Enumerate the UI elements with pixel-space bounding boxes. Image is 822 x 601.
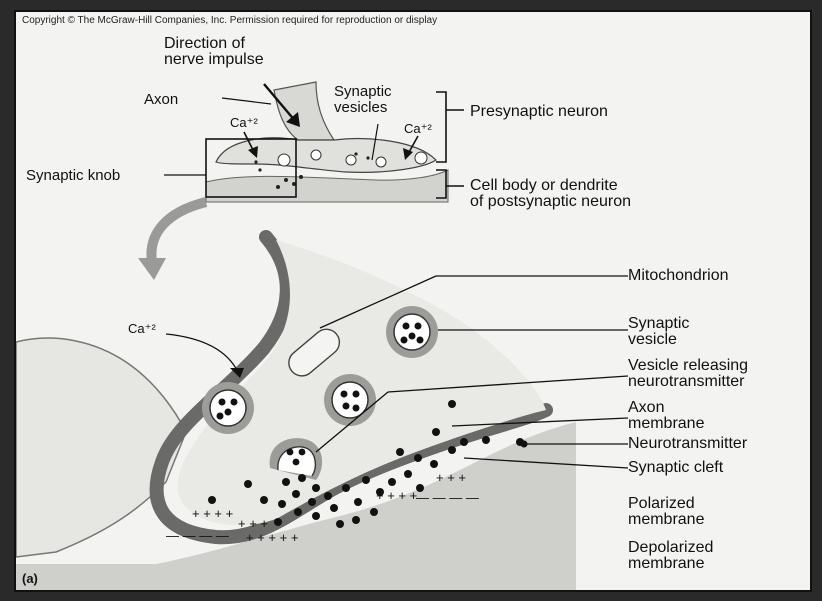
synaptic-vesicle-right [386, 306, 438, 358]
label-presynaptic-neuron: Presynaptic neuron [470, 104, 608, 120]
svg-text:+ + + +: + + + + [192, 506, 233, 521]
label-ca-top-right: Ca⁺² [404, 122, 432, 136]
vesicle-releasing-line-1: Vesicle releasing [628, 358, 748, 374]
presynaptic-bracket [436, 92, 464, 162]
presynaptic-overview [164, 82, 464, 202]
synaptic-vesicle-line-1: Synaptic [628, 316, 689, 332]
label-ca-bottom: Ca⁺² [128, 322, 156, 336]
synaptic-vesicle-middle [324, 374, 376, 426]
label-vesicle-releasing-neurotransmitter: Vesicle releasing neurotransmitter [628, 358, 748, 390]
label-synaptic-vesicles: Synaptic vesicles [334, 84, 392, 116]
synaptic-vesicle-line-2: vesicle [628, 332, 689, 348]
svg-text:— — — —: — — — — [166, 528, 229, 543]
svg-text:+ + + +: + + + + [376, 488, 417, 503]
polarized-line-1: Polarized [628, 496, 704, 512]
depolarized-line-2: membrane [628, 556, 713, 572]
synaptic-vesicles-line-2: vesicles [334, 100, 392, 116]
zoom-arrow [151, 202, 206, 262]
synaptic-vesicle-left [202, 382, 254, 434]
label-synaptic-vesicle: Synaptic vesicle [628, 316, 689, 348]
axon-membrane-line-1: Axon [628, 400, 704, 416]
synapse-figure: Copyright © The McGraw-Hill Companies, I… [14, 10, 812, 592]
label-synaptic-knob: Synaptic knob [26, 168, 120, 184]
synapse-detail: + + + + + + + + + + + + + + — — — — + + … [16, 237, 628, 590]
label-neurotransmitter: Neurotransmitter [628, 436, 747, 452]
label-ca-top-left: Ca⁺² [230, 116, 258, 130]
direction-line-2: nerve impulse [164, 52, 264, 68]
label-synaptic-cleft: Synaptic cleft [628, 460, 723, 476]
depolarized-line-1: Depolarized [628, 540, 713, 556]
axon-trunk [274, 82, 334, 140]
label-polarized-membrane: Polarized membrane [628, 496, 704, 528]
cell-body-line-2: of postsynaptic neuron [470, 194, 631, 210]
vesicle-releasing-line-2: neurotransmitter [628, 374, 748, 390]
svg-text:+ + +: + + + [238, 516, 268, 531]
ca-arrow-bottom [166, 334, 238, 372]
label-axon-membrane: Axon membrane [628, 400, 704, 432]
svg-text:+ + + + +: + + + + + [246, 530, 298, 545]
label-cell-body-dendrite: Cell body or dendrite of postsynaptic ne… [470, 178, 631, 210]
svg-text:+ + +: + + + [436, 470, 466, 485]
label-mitochondrion: Mitochondrion [628, 268, 729, 284]
label-axon-top: Axon [144, 92, 178, 108]
label-depolarized-membrane: Depolarized membrane [628, 540, 713, 572]
cell-body-line-1: Cell body or dendrite [470, 178, 631, 194]
label-direction-of-nerve-impulse: Direction of nerve impulse [164, 36, 264, 68]
svg-text:— — — —: — — — — [416, 490, 479, 505]
direction-line-1: Direction of [164, 36, 264, 52]
polarized-line-2: membrane [628, 512, 704, 528]
synaptic-vesicles-line-1: Synaptic [334, 84, 392, 100]
left-neuron [16, 338, 186, 557]
axon-membrane-line-2: membrane [628, 416, 704, 432]
panel-label: (a) [22, 572, 38, 586]
